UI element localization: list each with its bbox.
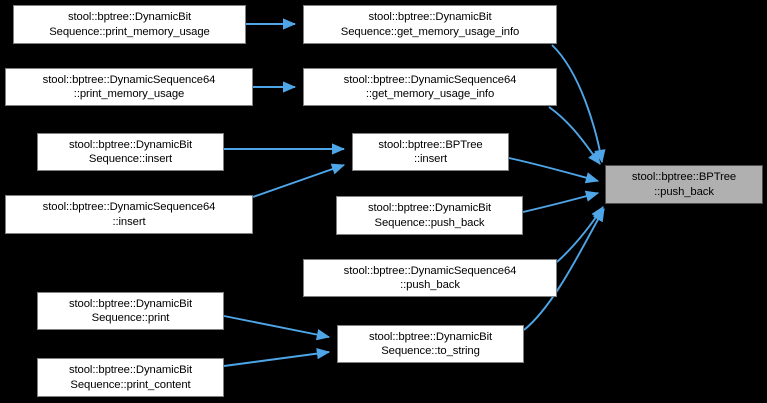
edge-dbs-push-back-to-bptree-push-back [522,190,600,213]
node-label-line: ::insert [112,215,146,228]
node-label-line: stool::bptree::DynamicSequence64 [343,264,517,277]
node-label-line: ::insert [413,153,448,165]
node-label-line: Sequence::get_memory_usage_info [340,25,520,38]
node-dynamicsequence64-insert[interactable]: stool::bptree::DynamicSequence64::insert [5,195,253,234]
node-dynamicsequence64-get-memory-usage-info[interactable]: stool::bptree::DynamicSequence64::get_me… [303,68,557,106]
node-label-line: stool::bptree::DynamicBit [68,138,193,151]
node-label-line: stool::bptree::DynamicBit [68,297,193,310]
edge-dbs-print-content-to-dbs-to-string [223,347,331,367]
node-label-line: Sequence::to_string [381,345,480,357]
node-label-line: stool::bptree::DynamicSequence64 [42,73,216,86]
node-label-line: Sequence::push_back [374,216,485,229]
node-label-line: ::print_memory_usage [73,88,185,100]
edges-group [223,18,606,367]
node-dynamicsequence64-push-back[interactable]: stool::bptree::DynamicSequence64::push_b… [303,259,557,297]
node-label-line: Sequence::print_memory_usage [49,25,210,38]
node-label-line: ::push_back [400,279,460,291]
edge-bptree-insert-to-bptree-push-back [508,157,600,184]
node-label-line: ::get_memory_usage_info [365,88,495,100]
node-label-line: stool::bptree::DynamicBit [368,330,493,343]
node-label-line: stool::bptree::DynamicBit [67,11,192,24]
edge-dbs-get-memory-usage-info-to-bptree-push-back [551,44,606,164]
node-label-line: stool::bptree::DynamicBit [68,364,193,377]
node-label-line: Sequence::print [91,312,170,324]
edge-dbs-to-string-to-bptree-push-back [523,208,605,331]
edge-ds64-get-memory-usage-info-to-bptree-push-back [548,106,601,165]
node-label-line: stool::bptree::DynamicSequence64 [42,201,216,214]
node-label-line: Sequence::insert [88,153,173,165]
node-label-line: stool::bptree::DynamicBit [367,202,492,215]
node-dynamicsequence64-print-memory-usage[interactable]: stool::bptree::DynamicSequence64::print_… [5,68,253,106]
edge-dbs-print-to-dbs-to-string [223,315,331,341]
node-bptree-push-back[interactable]: stool::bptree::BPTree::push_back [605,165,763,204]
node-label-line: stool::bptree::BPTree [631,171,737,184]
node-label-line: stool::bptree::DynamicSequence64 [343,73,517,86]
node-bptree-insert[interactable]: stool::bptree::BPTree::insert [352,133,509,171]
edge-ds64-insert-to-bptree-insert [252,163,346,198]
node-label-line: ::push_back [654,185,714,198]
node-label-line: Sequence::print_content [70,378,191,391]
node-label-line: stool::bptree::DynamicBit [368,11,492,24]
node-label-line: stool::bptree::BPTree [378,138,483,151]
